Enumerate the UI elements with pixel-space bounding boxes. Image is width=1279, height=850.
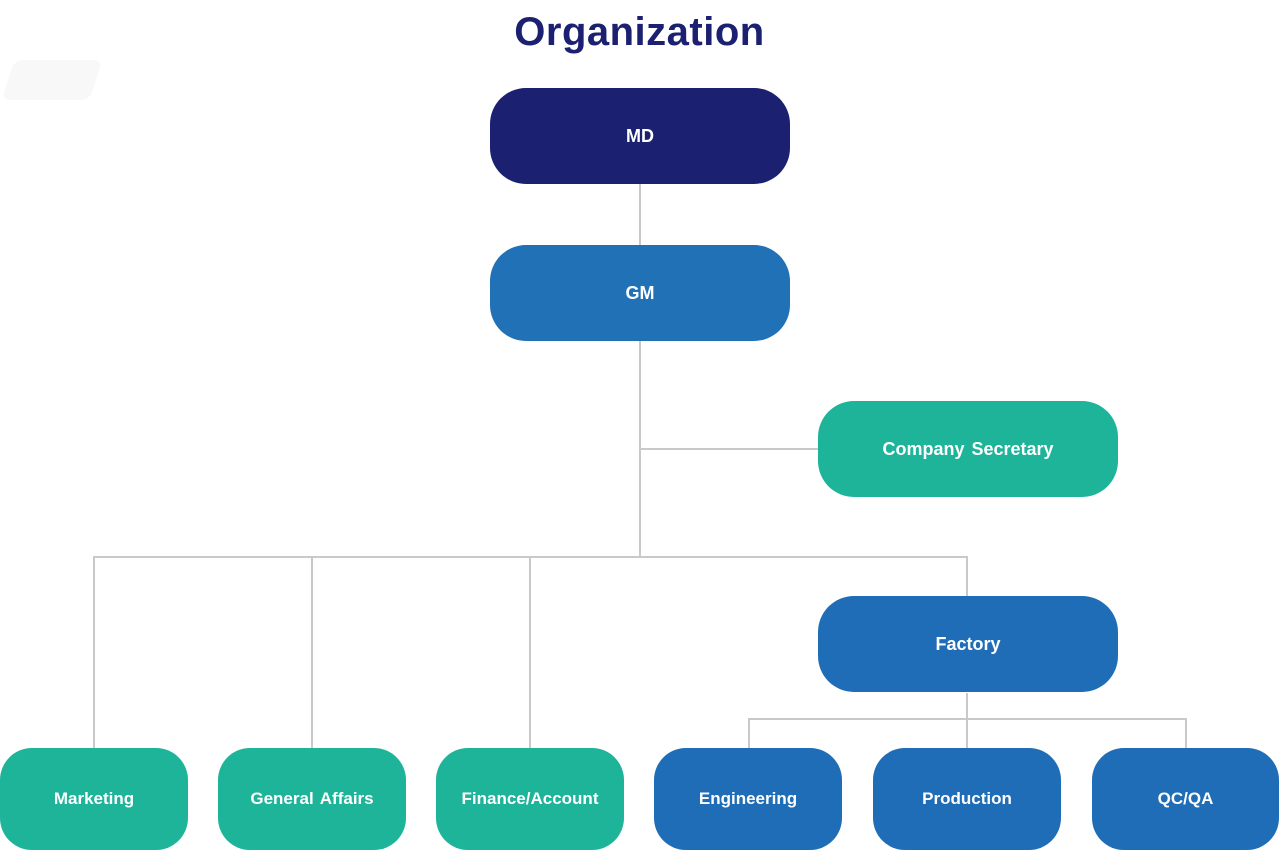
org-node-engineering: Engineering [654, 748, 842, 850]
org-node-finance-account: Finance/Account [436, 748, 624, 850]
connector-drop-marketing [93, 556, 95, 750]
connector-drop-general-affairs [311, 556, 313, 750]
org-node-production-label: Production [922, 789, 1012, 808]
scan-artifact [1, 60, 103, 100]
org-node-marketing: Marketing [0, 748, 188, 850]
org-node-qc-qa: QC/QA [1092, 748, 1279, 850]
connector-md-gm [639, 184, 641, 246]
org-node-md: MD [490, 88, 790, 184]
org-node-marketing-label: Marketing [53, 789, 135, 808]
org-node-company-secretary: Company Secretary [818, 401, 1118, 497]
org-node-general-affairs: General Affairs [218, 748, 406, 850]
org-node-engineering-label: Engineering [698, 789, 798, 808]
connector-company-secretary [640, 448, 820, 450]
org-node-factory-label: Factory [935, 633, 1001, 654]
org-node-gm-label: GM [625, 282, 655, 303]
page-title: Organization [514, 10, 765, 54]
connector-drop-qc-qa [1185, 718, 1187, 750]
connector-drop-engineering [748, 718, 750, 750]
org-node-company-secretary-label: Company Secretary [882, 438, 1054, 459]
org-node-gm: GM [490, 245, 790, 341]
org-node-factory: Factory [818, 596, 1118, 692]
connector-drop-production [966, 718, 968, 750]
org-node-qc-qa-label: QC/QA [1157, 789, 1214, 808]
org-node-md-label: MD [626, 125, 654, 146]
org-node-finance-account-label: Finance/Account [461, 789, 599, 808]
org-node-general-affairs-label: General Affairs [250, 789, 374, 808]
connector-drop-factory [966, 556, 968, 598]
connector-factory-subbus [966, 693, 968, 720]
org-node-production: Production [873, 748, 1061, 850]
connector-drop-finance-account [529, 556, 531, 750]
